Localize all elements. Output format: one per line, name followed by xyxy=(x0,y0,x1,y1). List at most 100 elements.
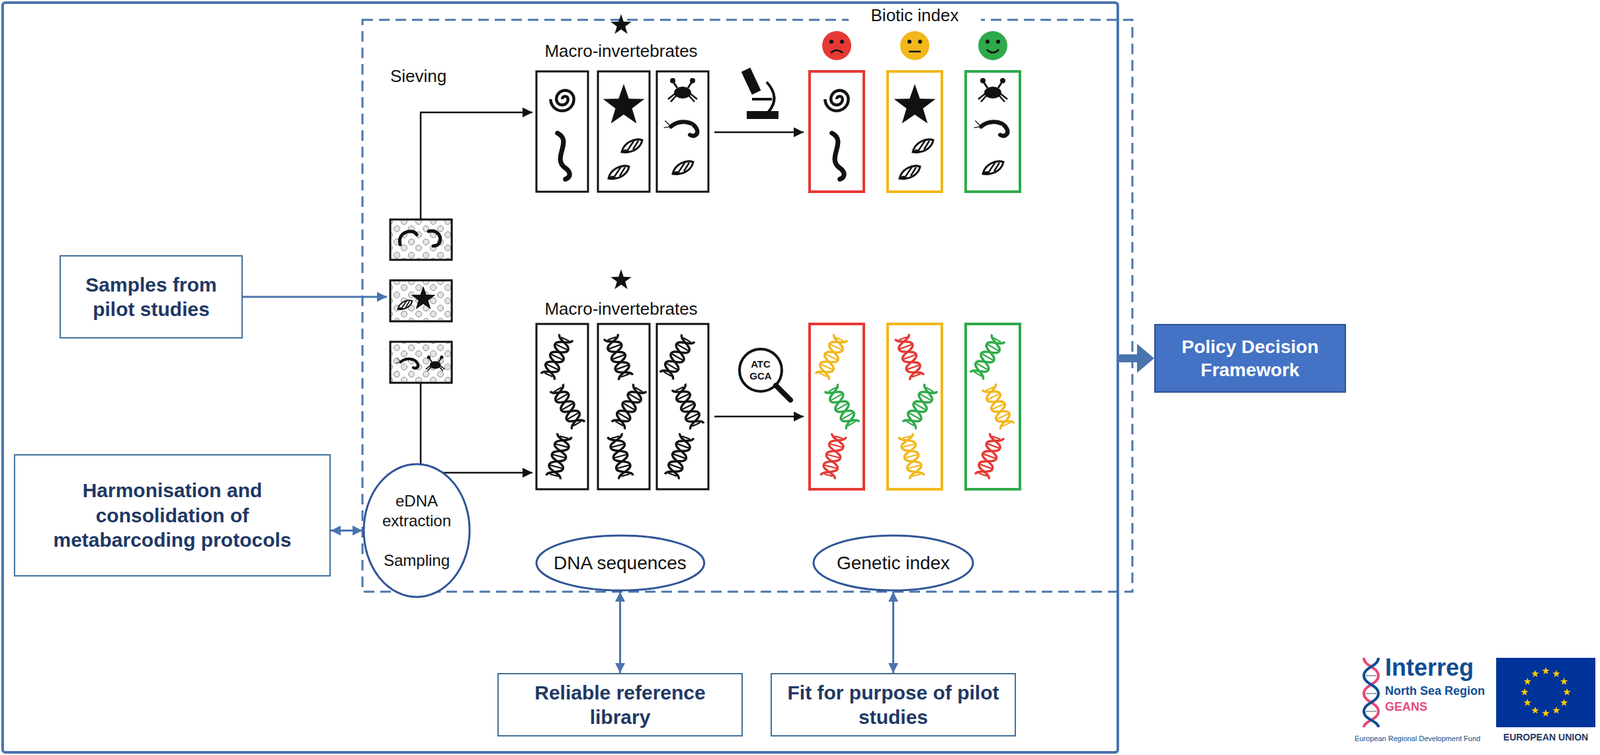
genetic-box xyxy=(809,324,1020,490)
biotic-box xyxy=(809,71,1020,192)
genetic-box xyxy=(902,384,938,430)
genetic-box xyxy=(894,334,924,381)
samples-arrow xyxy=(242,296,387,298)
logo-text: GEANS xyxy=(1385,699,1497,715)
eu-flag xyxy=(1562,688,1571,696)
genetic-box xyxy=(824,384,860,430)
sample-stack xyxy=(395,358,419,369)
eu-flag xyxy=(1541,709,1550,717)
process-box: Fit for purpose of pilot studies xyxy=(770,673,1016,737)
dna-box xyxy=(611,384,647,430)
node-text: Harmonisation and consolidation of metab… xyxy=(25,478,320,553)
policy-arrow xyxy=(1119,354,1139,363)
sample-stack xyxy=(425,355,446,372)
macro-box xyxy=(603,84,645,180)
interreg-logo xyxy=(1365,675,1377,712)
face-icon xyxy=(986,49,999,53)
dna-box xyxy=(656,324,709,490)
ellipse-outline xyxy=(362,463,471,599)
step-ellipse: DNA sequences xyxy=(535,534,706,592)
macro-box xyxy=(656,71,709,192)
flow-arrow xyxy=(420,112,533,220)
genetic-box xyxy=(815,334,848,380)
logo-text: North Sea Region xyxy=(1385,683,1497,699)
node-text: eDNA extraction xyxy=(374,491,460,532)
double-arrow xyxy=(330,529,363,532)
sample-stack xyxy=(390,219,452,260)
eu-flag xyxy=(1531,670,1539,678)
microscope-icon xyxy=(742,69,759,93)
logo-text: European Regional Development Fund xyxy=(1354,734,1495,744)
dna-box xyxy=(541,334,573,380)
macro-box xyxy=(550,90,574,180)
eu-flag xyxy=(1560,677,1568,686)
eu-flag xyxy=(1552,670,1560,678)
interreg-logo xyxy=(1363,658,1379,728)
logo-text: EUROPEAN UNION xyxy=(1494,731,1598,744)
flow-arrow xyxy=(714,416,804,419)
biotic-box xyxy=(965,71,1020,192)
input-box: Samples from pilot studies xyxy=(59,255,243,339)
dna-box xyxy=(536,324,709,490)
macro-box xyxy=(597,71,650,192)
samples-arrow xyxy=(242,296,387,299)
magnifier-icon xyxy=(739,349,791,401)
node-text: Reliable reference library xyxy=(507,680,733,731)
macro-box xyxy=(536,71,709,192)
face-icon xyxy=(830,50,843,53)
eu-flag xyxy=(1496,658,1596,728)
process-box: Reliable reference library xyxy=(497,673,743,737)
sample-stack xyxy=(398,300,413,311)
sample-stack xyxy=(399,231,417,245)
magnifier-icon xyxy=(775,385,791,401)
eu-flag xyxy=(1496,658,1596,728)
sample-stack xyxy=(428,230,441,247)
genetic-box xyxy=(887,324,942,490)
flow-arrow xyxy=(714,131,804,134)
step-label: Sieving xyxy=(390,66,483,86)
figure-frame xyxy=(362,19,1133,592)
logo-text: Interreg xyxy=(1385,654,1498,682)
microscope-icon xyxy=(748,112,778,118)
sample-stack xyxy=(390,341,452,383)
node-text: Sampling xyxy=(383,550,450,571)
outer-frame xyxy=(2,2,1118,753)
genetic-box xyxy=(974,433,1004,480)
step-ellipse: Genetic index xyxy=(812,534,975,592)
genetic-box xyxy=(898,433,925,479)
face-icon xyxy=(978,31,1008,61)
eu-flag xyxy=(1523,677,1532,686)
node-text: Fit for purpose of pilot studies xyxy=(781,680,1006,731)
biotic-box xyxy=(974,78,1009,176)
double-arrow xyxy=(892,591,895,674)
star-icon xyxy=(610,14,632,35)
microscope-icon xyxy=(766,82,775,113)
group-label: Macro-invertebrates xyxy=(521,298,721,319)
node-text: Samples from pilot studies xyxy=(70,272,232,323)
biotic-box xyxy=(894,84,936,180)
group-label: Macro-invertebrates xyxy=(521,41,721,61)
dna-box xyxy=(546,433,572,479)
biotic-box xyxy=(824,90,848,180)
ellipse-outline xyxy=(536,535,705,591)
eu-flag xyxy=(1520,688,1528,696)
sample-stack xyxy=(410,286,436,310)
face-icon xyxy=(900,31,930,61)
flow-arrow xyxy=(420,382,533,473)
node-text: Genetic index xyxy=(836,551,950,575)
process-box: Harmonisation and consolidation of metab… xyxy=(13,454,331,577)
ellipse-outline xyxy=(813,535,973,591)
face-icon xyxy=(822,31,1008,61)
policy-arrow xyxy=(1119,343,1155,374)
dna-box xyxy=(603,334,633,381)
output-box: Policy Decision Framework xyxy=(1154,324,1347,393)
group-label: Biotic index xyxy=(848,5,981,26)
dna-box xyxy=(536,324,589,490)
eu-flag xyxy=(1552,707,1560,715)
dna-box xyxy=(660,334,695,380)
genetic-box xyxy=(970,334,1005,380)
biotic-box xyxy=(887,71,942,192)
sample-stack xyxy=(390,219,452,383)
